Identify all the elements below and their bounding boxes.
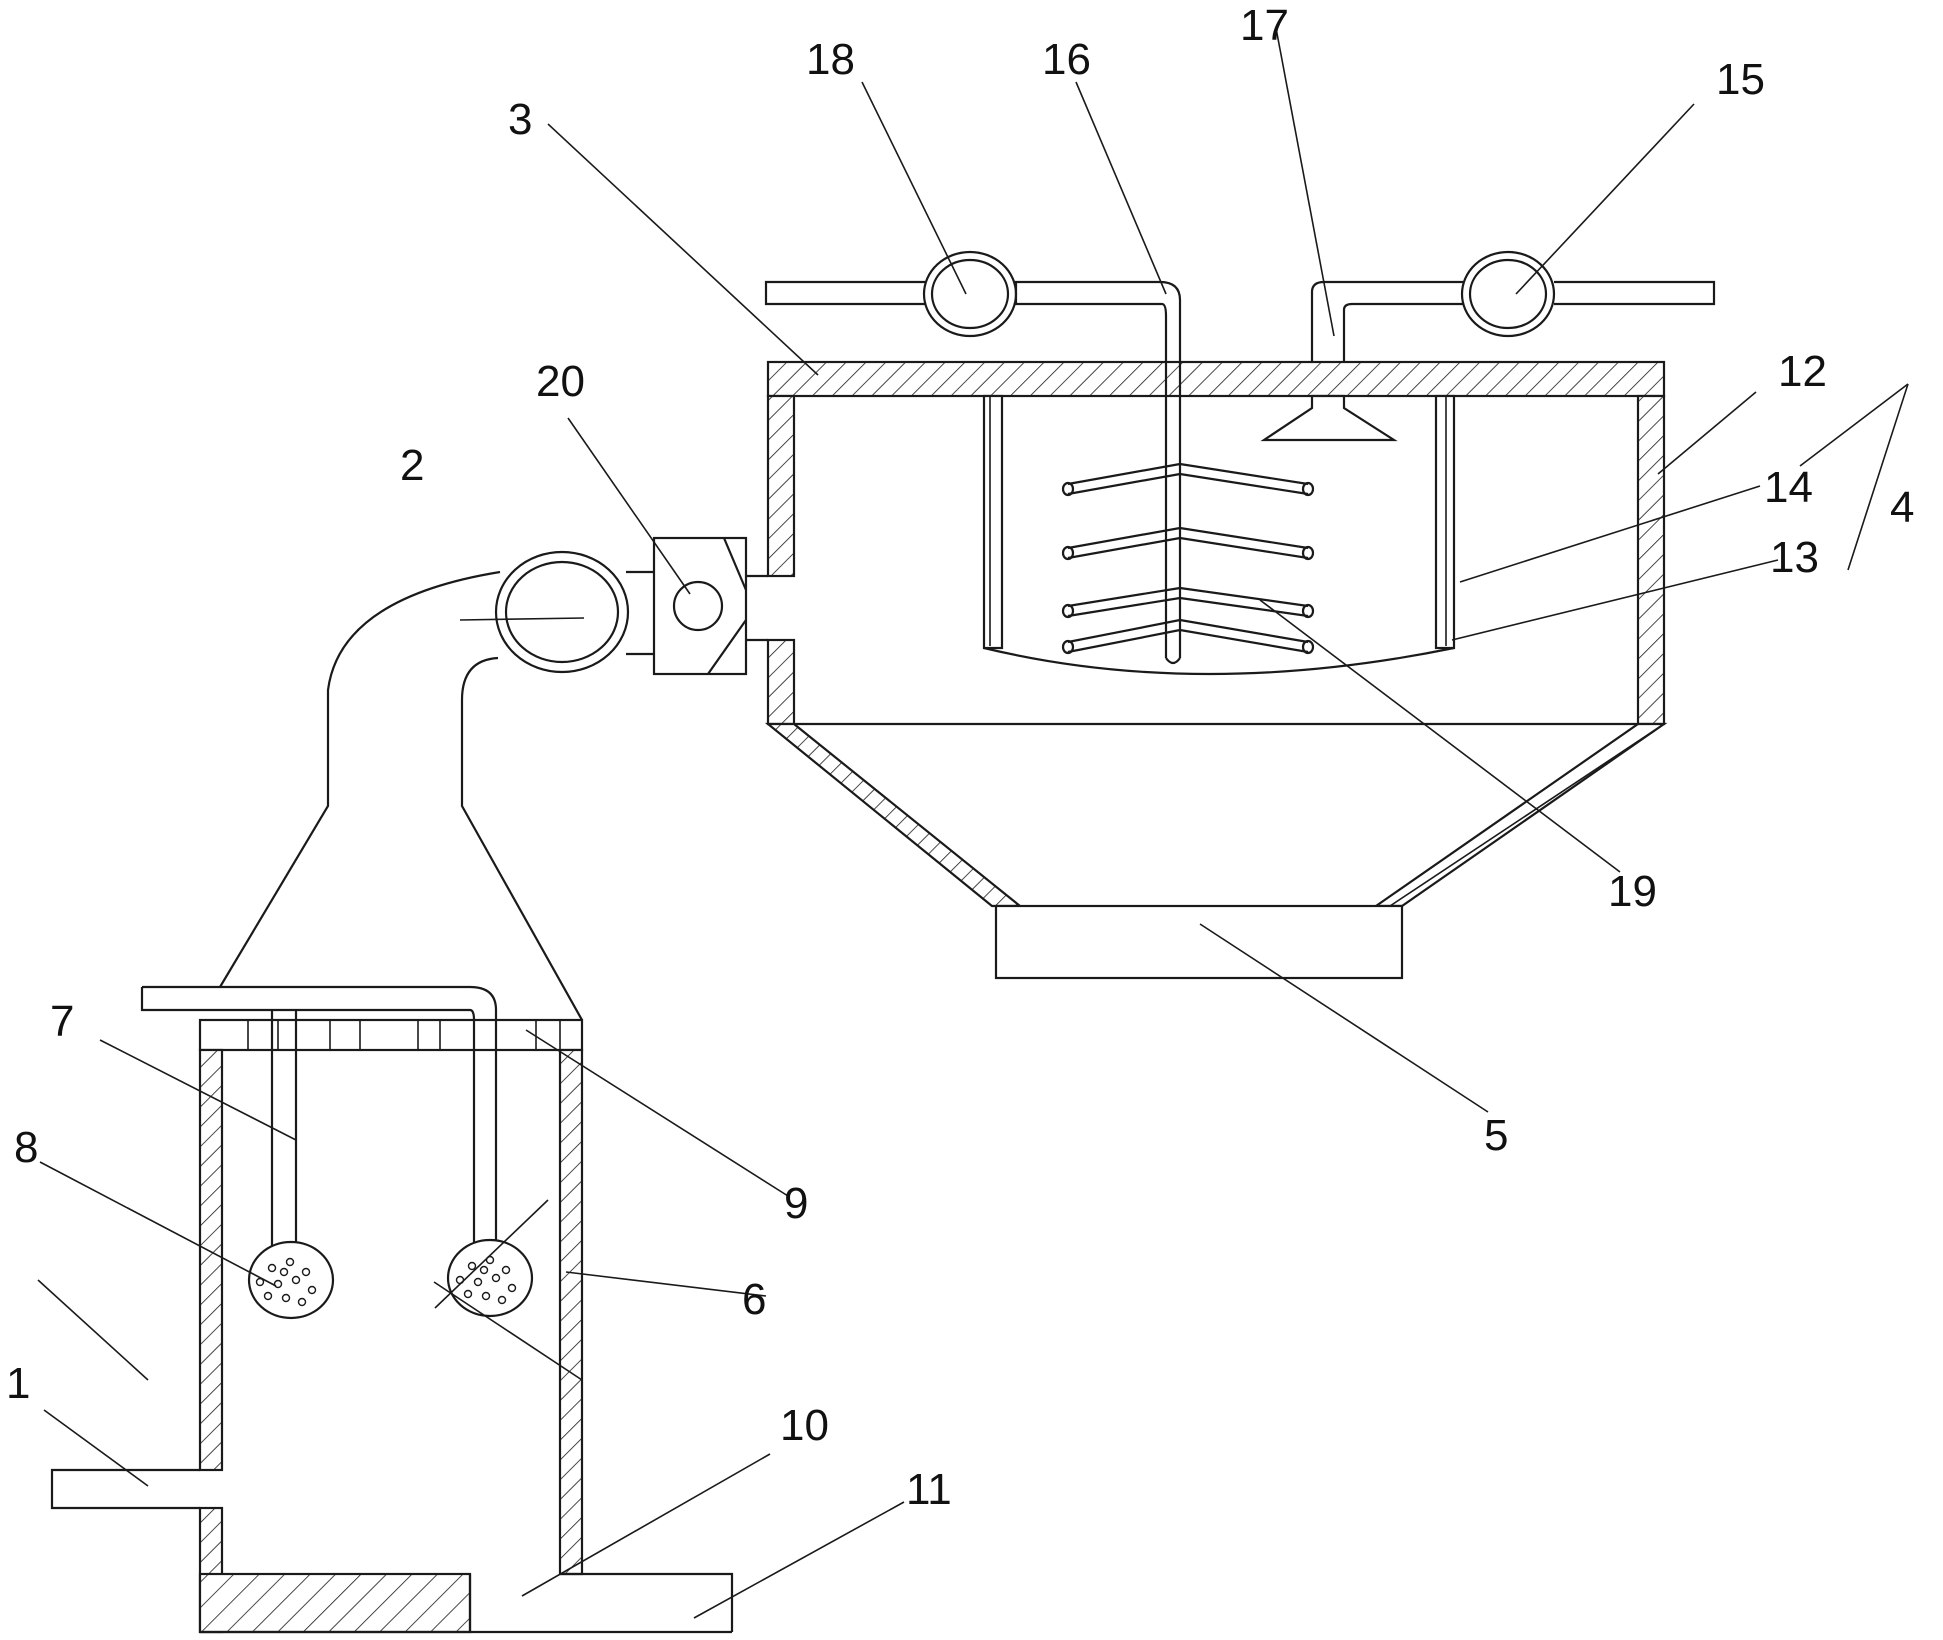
distribution-pipe bbox=[140, 985, 498, 1280]
label-4: 4 bbox=[1890, 483, 1914, 532]
inner-basket bbox=[982, 394, 1456, 676]
leader-lines bbox=[37, 1199, 583, 1381]
inlet-pipe bbox=[50, 1468, 200, 1510]
leaders bbox=[39, 27, 1909, 1619]
upper-vessel bbox=[764, 360, 1668, 980]
label-15: 15 bbox=[1716, 55, 1765, 104]
label-6: 6 bbox=[742, 1275, 766, 1324]
label-3: 3 bbox=[508, 95, 532, 144]
vessel-lid bbox=[766, 360, 1666, 398]
hood-duct bbox=[219, 570, 583, 1021]
label-19: 19 bbox=[1608, 867, 1657, 916]
lower-tank bbox=[50, 1018, 734, 1634]
tank-right-wall bbox=[558, 1048, 584, 1576]
label-11: 11 bbox=[906, 1465, 952, 1514]
label-2: 2 bbox=[400, 441, 424, 490]
label-5: 5 bbox=[1484, 1111, 1508, 1160]
outlet-channel bbox=[560, 1572, 734, 1632]
top-right-pipe bbox=[1260, 250, 1716, 442]
vessel-left-wall-upper bbox=[766, 394, 796, 578]
tank-bottom bbox=[198, 1572, 472, 1634]
blades-right bbox=[1179, 462, 1315, 655]
pump bbox=[494, 550, 654, 674]
label-16: 16 bbox=[1042, 35, 1091, 84]
label-14: 14 bbox=[1764, 463, 1813, 512]
vessel-right-wall bbox=[1636, 394, 1666, 726]
label-7: 7 bbox=[50, 997, 74, 1046]
spray-head-left bbox=[247, 1240, 335, 1320]
tank-left-wall-upper bbox=[198, 1048, 224, 1472]
label-12: 12 bbox=[1778, 347, 1827, 396]
vessel-base bbox=[994, 904, 1404, 980]
label-18: 18 bbox=[806, 35, 855, 84]
top-left-pipe bbox=[764, 250, 1018, 338]
label-8: 8 bbox=[14, 1123, 38, 1172]
label-9: 9 bbox=[784, 1179, 808, 1228]
label-20: 20 bbox=[536, 357, 585, 406]
label-13: 13 bbox=[1770, 533, 1819, 582]
spray-nozzle bbox=[1260, 394, 1398, 442]
cover-plate bbox=[198, 1018, 584, 1052]
label-10: 10 bbox=[780, 1401, 829, 1450]
label-17: 17 bbox=[1240, 1, 1289, 50]
cone-left bbox=[764, 722, 1024, 908]
valve bbox=[652, 536, 768, 676]
part-labels: 1 2 3 4 5 6 7 8 9 10 11 12 13 14 15 16 1… bbox=[6, 1, 1914, 1514]
vessel-left-wall-lower bbox=[766, 638, 796, 726]
blades-left bbox=[1061, 462, 1181, 655]
spray-head-right bbox=[446, 1238, 534, 1318]
cover-grid bbox=[247, 1020, 561, 1050]
label-1: 1 bbox=[6, 1359, 30, 1408]
